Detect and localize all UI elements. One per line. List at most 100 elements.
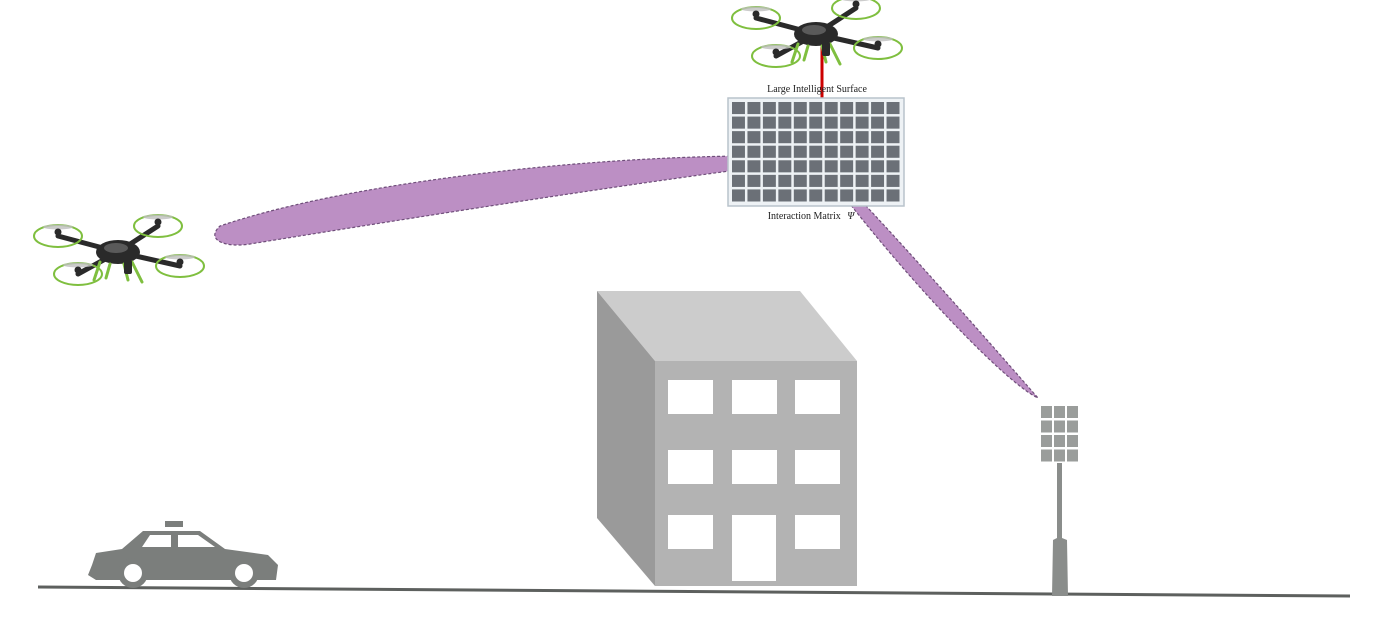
surface-element [840, 174, 854, 187]
surface-element [824, 145, 838, 158]
surface-element [793, 102, 807, 115]
surface-element [855, 116, 869, 129]
surface-element [840, 131, 854, 144]
surface-element [747, 160, 761, 173]
base-station-antenna [1067, 449, 1078, 462]
surface-element [886, 131, 900, 144]
surface-element [855, 145, 869, 158]
surface-element [840, 160, 854, 173]
surface-element [840, 189, 854, 202]
surface-element [855, 160, 869, 173]
base-station-antenna [1067, 406, 1078, 418]
building-window [795, 450, 840, 484]
surface-element [762, 160, 776, 173]
building-window [668, 450, 713, 484]
surface-element [840, 145, 854, 158]
surface-element [793, 131, 807, 144]
base-station-antenna [1054, 449, 1065, 462]
surface-element [732, 160, 745, 173]
base-station-antenna [1067, 435, 1078, 447]
building [597, 291, 857, 586]
surface-element [793, 116, 807, 129]
base-station-pole [1052, 463, 1068, 596]
surface-element [762, 189, 776, 202]
building-window [732, 380, 777, 414]
surface-element [732, 116, 745, 129]
surface-element [747, 145, 761, 158]
surface-element [871, 145, 885, 158]
surface-element [824, 131, 838, 144]
surface-element [778, 160, 792, 173]
matrix-label: Interaction Matrix Ψ [768, 211, 856, 222]
surface-element [871, 189, 885, 202]
surface-element [809, 174, 823, 187]
surface-element [732, 102, 745, 115]
surface-element [886, 160, 900, 173]
surface-element [809, 189, 823, 202]
surface-element [855, 174, 869, 187]
beam-to-drone [214, 155, 816, 246]
drone-left-icon [33, 214, 205, 286]
surface-element [886, 102, 900, 115]
surface-element [809, 145, 823, 158]
base-station-antenna [1054, 406, 1065, 418]
surface-element [824, 174, 838, 187]
surface-element [793, 145, 807, 158]
surface-element [886, 116, 900, 129]
surface-element [809, 102, 823, 115]
base-station-antenna [1054, 435, 1065, 447]
surface-element [732, 131, 745, 144]
surface-element [778, 116, 792, 129]
drone-top-icon [731, 0, 903, 68]
matrix-label-text: Interaction Matrix [768, 211, 841, 222]
surface-element [871, 131, 885, 144]
surface-element [809, 116, 823, 129]
surface-element [824, 160, 838, 173]
building-side [597, 291, 655, 586]
building-window [668, 515, 713, 549]
surface-element [855, 131, 869, 144]
surface-element [871, 102, 885, 115]
surface-element [778, 189, 792, 202]
building-window [795, 380, 840, 414]
surface-element [747, 131, 761, 144]
surface-element [747, 116, 761, 129]
surface-element [824, 116, 838, 129]
surface-element [840, 102, 854, 115]
surface-element [871, 160, 885, 173]
surface-element [793, 189, 807, 202]
surface-element [886, 189, 900, 202]
surface-element [732, 189, 745, 202]
surface-element [747, 189, 761, 202]
base-station-antenna [1041, 435, 1052, 447]
base-station [1041, 406, 1078, 596]
surface-element [778, 131, 792, 144]
surface-element [824, 102, 838, 115]
surface-element [762, 116, 776, 129]
surface-element [762, 131, 776, 144]
surface-element [793, 160, 807, 173]
ground-line [37, 585, 1351, 598]
surface-element [886, 174, 900, 187]
surface-element [747, 174, 761, 187]
building-roof [597, 291, 857, 361]
surface-element [732, 145, 745, 158]
surface-element [840, 116, 854, 129]
matrix-symbol: Ψ [847, 211, 855, 222]
surface-label: Large Intelligent Surface [767, 84, 867, 95]
surface-element [762, 102, 776, 115]
surface-element [747, 102, 761, 115]
surface-element [809, 160, 823, 173]
surface-element [778, 174, 792, 187]
surface-element [871, 174, 885, 187]
base-station-antenna [1067, 420, 1078, 433]
building-window [732, 450, 777, 484]
building-door [732, 515, 776, 581]
surface-element [732, 174, 745, 187]
surface-element [886, 145, 900, 158]
vehicle-car [88, 521, 278, 588]
base-station-antenna [1041, 406, 1052, 418]
surface-element [855, 102, 869, 115]
surface-element [762, 174, 776, 187]
